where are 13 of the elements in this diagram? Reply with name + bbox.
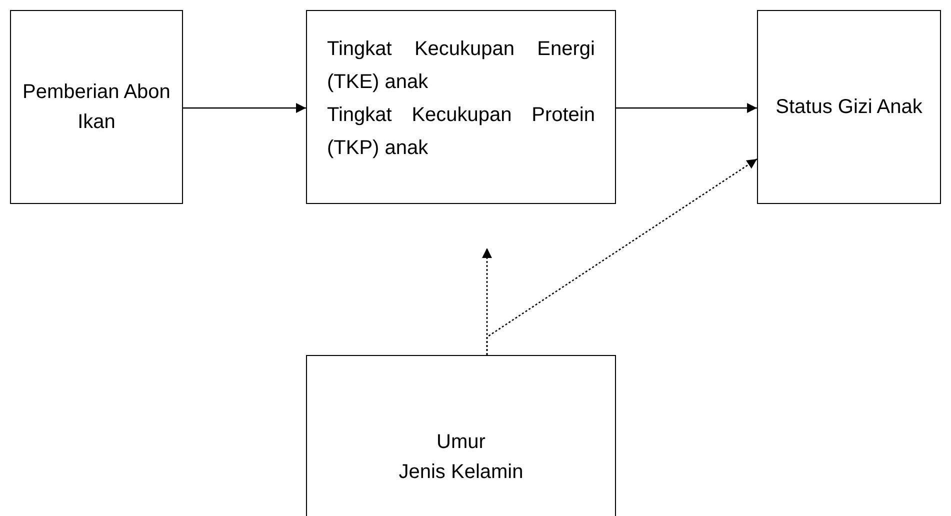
process-box: [757, 10, 941, 204]
box-text: Status Gizi Anak: [776, 94, 922, 120]
process-box: [306, 10, 616, 204]
arrow: [486, 158, 758, 355]
arrow: [183, 103, 306, 113]
process-box: [10, 10, 183, 204]
box-text: Pemberian Abon Ikan: [22, 80, 172, 135]
box-text: Umur: [436, 430, 486, 455]
process-box: [306, 355, 616, 516]
box-text: Tingkat Kecukupan Protein (TKP) anak: [327, 103, 595, 161]
box-text: Tingkat Kecukupan Energi (TKE) anak: [327, 37, 595, 95]
box-text: Jenis Kelamin: [398, 460, 524, 485]
arrow: [616, 103, 757, 113]
